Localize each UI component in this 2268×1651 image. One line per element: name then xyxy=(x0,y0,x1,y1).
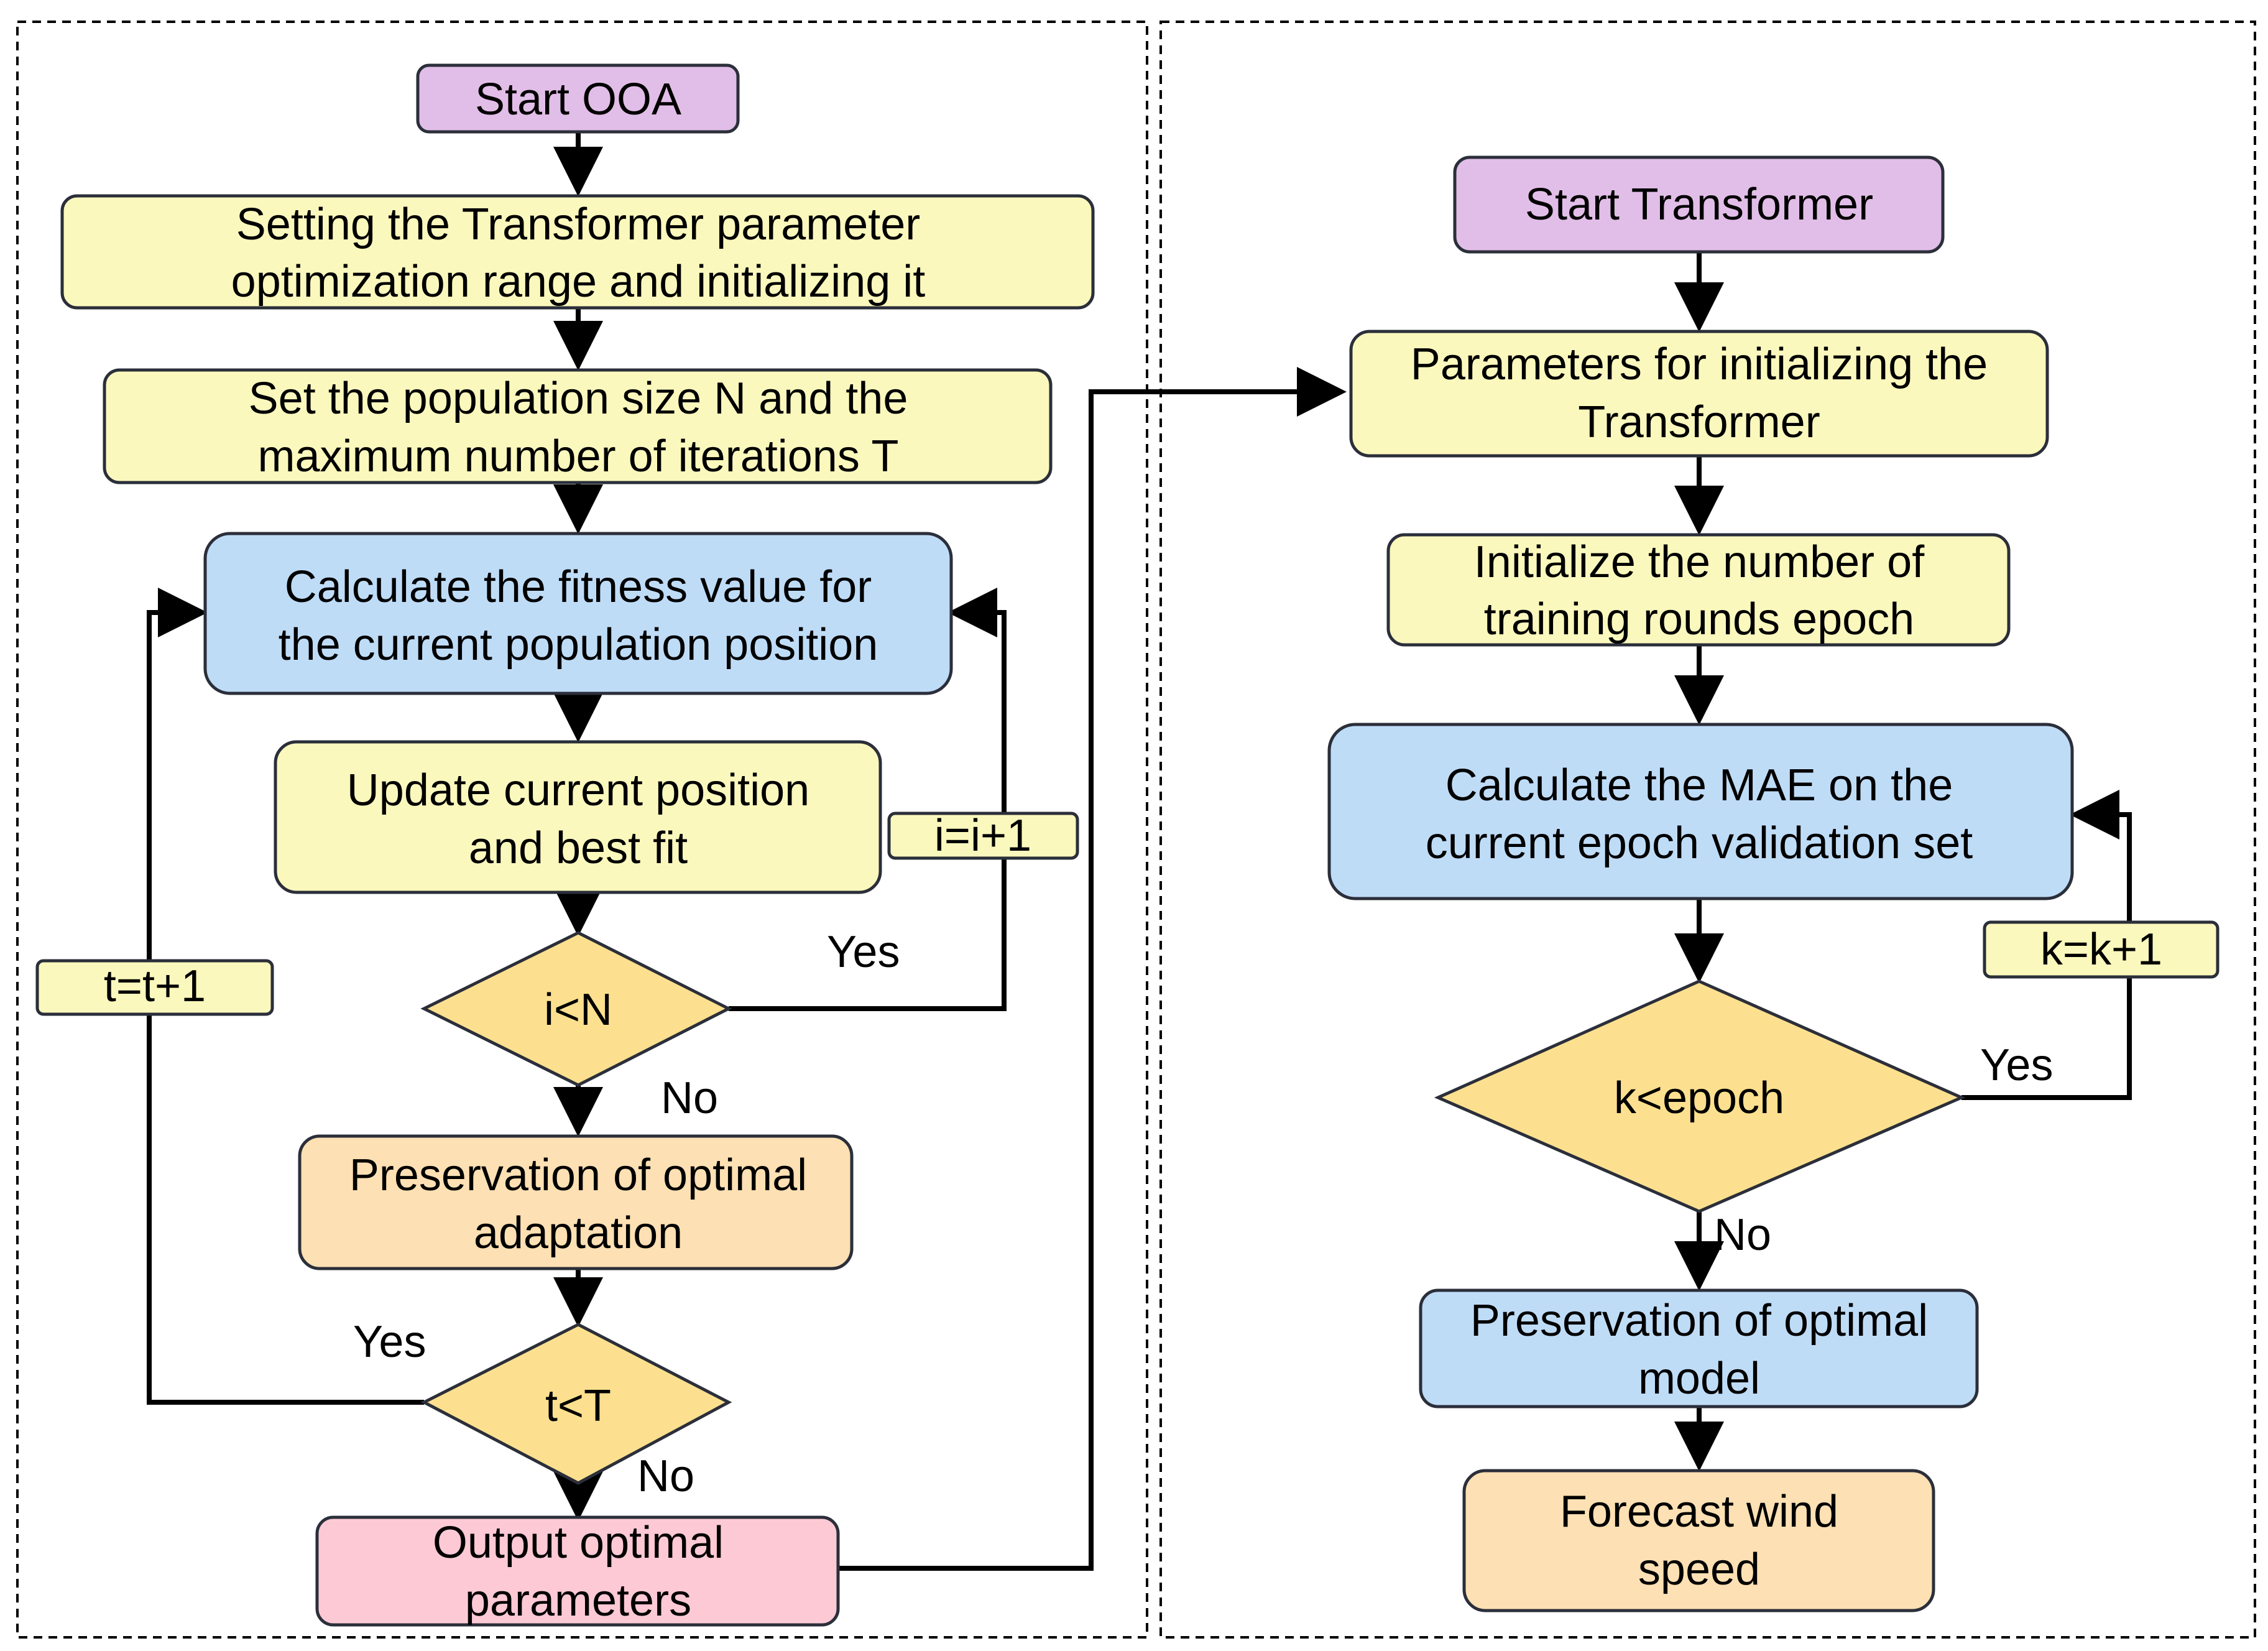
svg-text:Calculate the MAE on the: Calculate the MAE on the xyxy=(1445,761,1953,810)
no-label-i: No xyxy=(661,1073,718,1123)
label-t-increment: t=t+1 xyxy=(35,959,274,1016)
svg-text:Start Transformer: Start Transformer xyxy=(1525,180,1873,229)
svg-text:adaptation: adaptation xyxy=(474,1208,683,1258)
svg-text:Initialize the number of: Initialize the number of xyxy=(1474,537,1925,587)
yes-label-i: Yes xyxy=(827,927,900,977)
svg-text:Output optimal: Output optimal xyxy=(433,1518,724,1568)
node-output-params: Output optimal parameters xyxy=(315,1515,840,1627)
node-init-params: Parameters for initializing the Transfor… xyxy=(1349,330,2049,458)
node-forecast: Forecast wind speed xyxy=(1462,1469,1935,1612)
svg-text:t=t+1: t=t+1 xyxy=(104,961,206,1011)
node-calc-fitness: Calculate the fitness value for the curr… xyxy=(203,532,953,695)
svg-text:speed: speed xyxy=(1638,1545,1760,1594)
node-preserve-model: Preservation of optimal model xyxy=(1419,1288,1979,1408)
no-label-k: No xyxy=(1714,1210,1771,1260)
svg-text:Calculate the fitness value fo: Calculate the fitness value for xyxy=(285,562,872,612)
node-set-population: Set the population size N and the maximu… xyxy=(103,368,1053,484)
node-preserve-adaptation: Preservation of optimal adaptation xyxy=(298,1134,854,1270)
node-set-range: Setting the Transformer parameter optimi… xyxy=(60,194,1095,310)
svg-text:optimization range and initial: optimization range and initializing it xyxy=(231,257,926,307)
node-start-ooa: Start OOA xyxy=(416,63,740,134)
svg-text:Setting the Transformer parame: Setting the Transformer parameter xyxy=(236,200,921,249)
svg-text:maximum number of iterations T: maximum number of iterations T xyxy=(257,432,898,481)
decision-k-lt-epoch: k<epoch xyxy=(1434,979,1966,1213)
svg-text:k=k+1: k=k+1 xyxy=(2040,925,2162,974)
svg-text:model: model xyxy=(1638,1354,1760,1404)
svg-text:Parameters for initializing th: Parameters for initializing the xyxy=(1411,340,1988,389)
svg-text:parameters: parameters xyxy=(465,1576,691,1626)
svg-text:Preservation of optimal: Preservation of optimal xyxy=(1470,1296,1928,1346)
svg-text:Forecast wind: Forecast wind xyxy=(1560,1487,1838,1537)
label-i-increment: i=i+1 xyxy=(887,811,1079,861)
svg-text:and best fit: and best fit xyxy=(469,823,688,873)
node-update-position: Update current position and best fit xyxy=(274,740,882,894)
decision-i-lt-n: i<N xyxy=(420,931,732,1087)
svg-text:Start OOA: Start OOA xyxy=(475,75,681,124)
svg-text:training rounds epoch: training rounds epoch xyxy=(1484,594,1914,644)
node-calc-mae: Calculate the MAE on the current epoch v… xyxy=(1327,723,2074,900)
node-start-transformer: Start Transformer xyxy=(1453,155,1945,254)
svg-text:Transformer: Transformer xyxy=(1578,397,1820,447)
yes-label-t: Yes xyxy=(353,1317,426,1367)
svg-text:Preservation of optimal: Preservation of optimal xyxy=(349,1150,807,1200)
yes-label-k: Yes xyxy=(1980,1040,2053,1090)
svg-text:t<T: t<T xyxy=(545,1381,611,1431)
svg-text:k<epoch: k<epoch xyxy=(1614,1073,1784,1123)
right-panel-frame xyxy=(1159,21,2256,1639)
label-k-increment: k=k+1 xyxy=(1983,920,2220,979)
node-init-epoch: Initialize the number of training rounds… xyxy=(1386,533,2011,647)
svg-text:Set the population size N and: Set the population size N and the xyxy=(249,374,908,423)
svg-text:the current population positio: the current population position xyxy=(279,620,878,670)
svg-text:i<N: i<N xyxy=(544,985,612,1035)
svg-text:Update current position: Update current position xyxy=(347,765,809,815)
svg-text:i=i+1: i=i+1 xyxy=(934,811,1031,861)
decision-t-lt-t: t<T xyxy=(420,1323,732,1485)
no-label-t: No xyxy=(637,1451,694,1501)
svg-text:current epoch validation set: current epoch validation set xyxy=(1426,818,1973,868)
